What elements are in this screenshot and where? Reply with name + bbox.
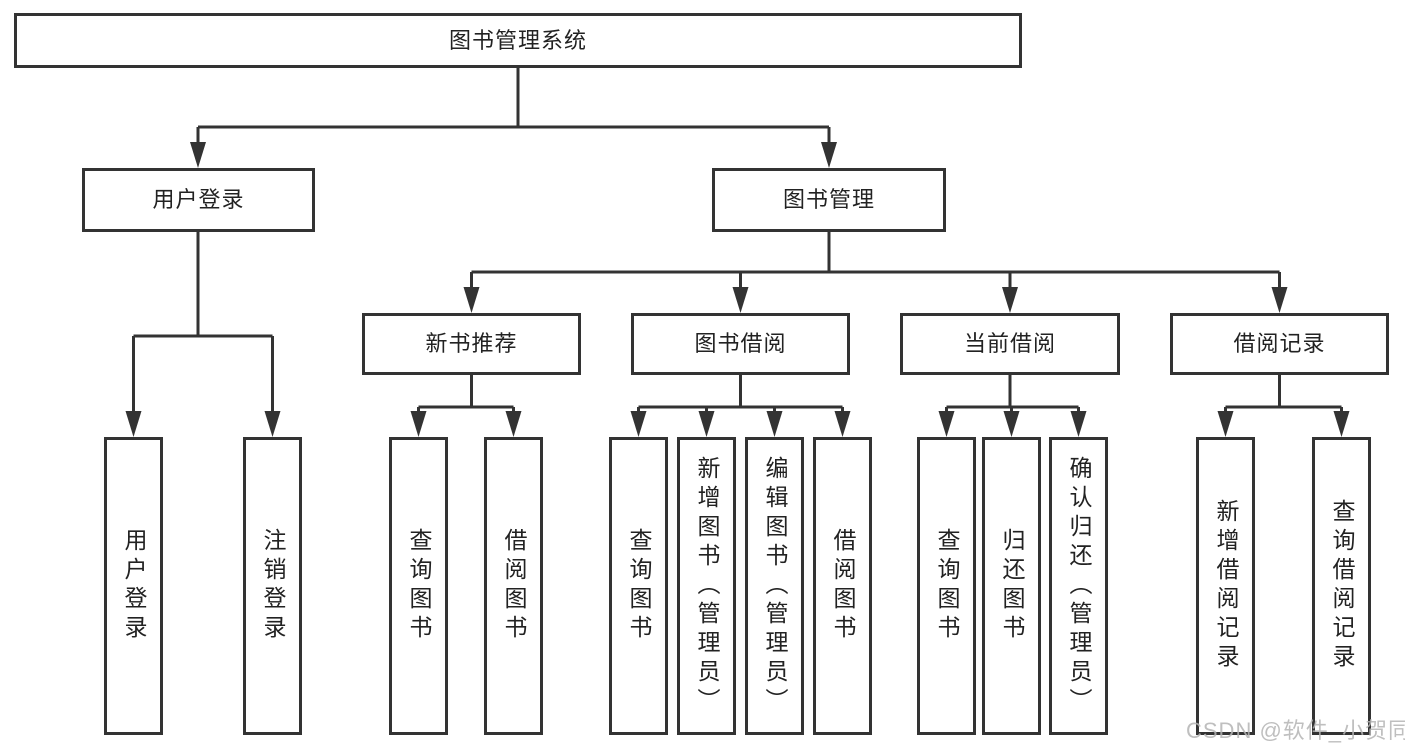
connector-new-book-recommend-branch [417,375,515,419]
leaf-borrowing-edit-books-admin: 编辑图书（管理员） [745,437,804,735]
arrowhead-icon [410,411,427,437]
arrowhead-icon [630,411,647,437]
csdn-watermark: CSDN @软件_小贺同学 [1186,718,1405,743]
arrowhead-group [125,142,1350,437]
arrowhead-icon [505,411,522,437]
leaf-records-query-record: 查询借阅记录 [1312,437,1371,735]
arrowhead-icon [1003,411,1020,437]
node-book-management: 图书管理 [712,168,946,232]
leaf-records-add-record: 新增借阅记录 [1196,437,1255,735]
leaf-borrowing-borrow-books: 借阅图书 [813,437,872,735]
arrowhead-icon [125,411,142,437]
arrowhead-icon [766,411,783,437]
connector-user-login-branch [132,232,274,419]
node-current-borrowing: 当前借阅 [900,313,1120,375]
arrowhead-icon [463,287,480,313]
arrowhead-icon [1070,411,1087,437]
leaf-borrowing-add-books-admin: 新增图书（管理员） [677,437,736,735]
leaf-logout: 注销登录 [243,437,302,735]
connector-root-to-level2 [196,68,831,150]
leaf-recommend-borrow-books: 借阅图书 [484,437,543,735]
node-new-book-recommend: 新书推荐 [362,313,581,375]
arrowhead-icon [1002,287,1018,313]
arrowhead-icon [190,142,206,168]
connector-book-borrowing-branch [637,375,844,419]
leaf-recommend-query-books: 查询图书 [389,437,448,735]
leaf-current-query-books: 查询图书 [917,437,976,735]
arrowhead-icon [1333,411,1350,437]
leaf-current-confirm-return-admin: 确认归还（管理员） [1049,437,1108,735]
arrowhead-icon [821,142,837,168]
leaf-user-login: 用户登录 [104,437,163,735]
arrowhead-icon [1217,411,1234,437]
arrowhead-icon [1271,287,1288,313]
leaf-current-return-books: 归还图书 [982,437,1041,735]
node-book-borrowing: 图书借阅 [631,313,850,375]
connector-borrowing-records-branch [1224,375,1343,419]
node-user-login: 用户登录 [82,168,315,232]
leaf-borrowing-query-books: 查询图书 [609,437,668,735]
node-borrowing-records: 借阅记录 [1170,313,1389,375]
arrowhead-icon [264,411,281,437]
arrowhead-icon [938,411,955,437]
arrowhead-icon [732,287,749,313]
arrowhead-icon [698,411,715,437]
connector-book-management-branch [470,232,1281,295]
node-root-system: 图书管理系统 [14,13,1022,68]
arrowhead-icon [834,411,851,437]
